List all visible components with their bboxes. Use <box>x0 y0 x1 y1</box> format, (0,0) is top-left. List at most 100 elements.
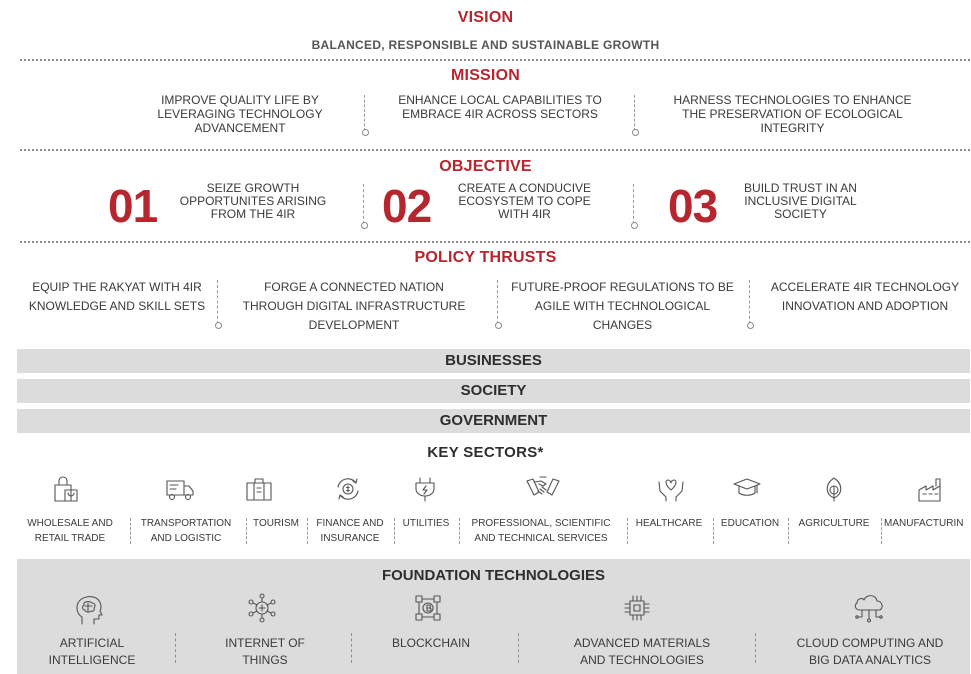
sector-label-line: MANUFACTURIN <box>884 518 964 529</box>
power-plug-icon <box>411 476 439 502</box>
separator <box>130 518 131 544</box>
sector-label-line: EDUCATION <box>720 518 780 529</box>
foundation-label-line: THINGS <box>242 653 288 667</box>
separator <box>632 95 639 136</box>
separator <box>788 518 789 544</box>
sector-label-professional: PROFESSIONAL, SCIENTIFIC AND TECHNICAL S… <box>461 516 621 546</box>
foundation-label-line: ADVANCED MATERIALS <box>573 636 711 650</box>
divider <box>20 59 970 61</box>
foundation-label-line: BIG DATA ANALYTICS <box>808 653 932 667</box>
band-government: GOVERNMENT <box>17 409 970 433</box>
objective-heading: OBJECTIVE <box>439 158 532 175</box>
dollar-cycle-icon <box>334 476 362 502</box>
separator <box>518 633 519 663</box>
separator <box>713 518 714 544</box>
foundation-label-line: INTELLIGENCE <box>48 653 136 667</box>
objective-number-3: 03 <box>668 180 718 232</box>
objective-number-1: 01 <box>108 180 158 232</box>
foundation-label-cloud: CLOUD COMPUTING AND BIG DATA ANALYTICS <box>775 635 965 669</box>
foundation-label-line: CLOUD COMPUTING AND <box>796 636 944 650</box>
separator <box>351 633 352 663</box>
graduation-cap-icon <box>733 476 761 502</box>
band-businesses: BUSINESSES <box>17 349 970 373</box>
separator <box>631 184 638 229</box>
band-society: SOCIETY <box>17 379 970 403</box>
factory-icon <box>917 476 945 502</box>
separator <box>881 518 882 544</box>
objective-text-2: CREATE A CONDUCIVE ECOSYSTEM TO COPE WIT… <box>457 181 592 221</box>
sector-label-utilities: UTILITIES <box>396 516 456 531</box>
sector-label-agriculture: AGRICULTURE <box>790 516 878 531</box>
sector-label-line: AGRICULTURE <box>798 518 870 529</box>
separator <box>495 280 502 329</box>
sector-label-tourism: TOURISM <box>248 516 304 531</box>
truck-icon <box>166 476 194 502</box>
brain-head-icon <box>74 595 104 625</box>
sector-label-line: TOURISM <box>253 518 299 529</box>
objective-text-3: BUILD TRUST IN AN INCLUSIVE DIGITAL SOCI… <box>744 181 857 221</box>
sector-label-line: AND TECHNICAL SERVICES <box>474 533 608 544</box>
handshake-icon <box>526 475 560 501</box>
vision-heading: VISION <box>457 9 514 26</box>
sector-label-wholesale: WHOLESALE AND RETAIL TRADE <box>20 516 120 546</box>
blockchain-icon <box>413 593 443 623</box>
separator <box>362 95 369 136</box>
mission-item-2: ENHANCE LOCAL CAPABILITIES TO EMBRACE 4I… <box>398 93 602 121</box>
separator <box>175 633 176 663</box>
chip-icon <box>622 593 652 623</box>
separator <box>627 518 628 544</box>
separator <box>394 518 395 544</box>
objective-text-1: SEIZE GROWTH OPPORTUNITES ARISING FROM T… <box>179 181 327 221</box>
divider <box>20 149 970 151</box>
vision-statement: BALANCED, RESPONSIBLE AND SUSTAINABLE GR… <box>311 38 660 52</box>
key-sectors-heading: KEY SECTORS* <box>427 444 544 461</box>
separator <box>361 184 368 229</box>
foundation-technologies-panel: FOUNDATION TECHNOLOGIES ARTIFICIAL INTEL… <box>17 559 970 674</box>
mission-item-1: IMPROVE QUALITY LIFE BY LEVERAGING TECHN… <box>157 93 323 135</box>
separator <box>755 633 756 663</box>
separator <box>459 518 460 544</box>
foundation-technologies-heading: FOUNDATION TECHNOLOGIES <box>381 567 606 584</box>
foundation-label-line: INTERNET OF <box>225 636 305 650</box>
policy-thrust-4: ACCELERATE 4IR TECHNOLOGY INNOVATION AND… <box>770 280 960 313</box>
policy-thrust-1: EQUIP THE RAKYAT WITH 4IR KNOWLEDGE AND … <box>28 280 206 313</box>
separator <box>215 280 222 329</box>
foundation-label-line: BLOCKCHAIN <box>391 636 471 650</box>
objective-number-2: 02 <box>382 180 432 232</box>
separator <box>246 518 247 544</box>
sector-label-finance: FINANCE AND INSURANCE <box>309 516 391 546</box>
sector-label-transportation: TRANSPORTATION AND LOGISTIC <box>133 516 239 546</box>
sector-label-manufacturing: MANUFACTURIN <box>884 516 971 531</box>
separator <box>307 518 308 544</box>
policy-thrusts-heading: POLICY THRUSTS <box>414 249 557 266</box>
divider <box>20 241 970 243</box>
sector-label-education: EDUCATION <box>715 516 785 531</box>
sector-label-line: WHOLESALE AND <box>27 518 113 529</box>
mission-heading: MISSION <box>451 67 520 84</box>
iot-network-icon <box>247 593 277 623</box>
foundation-label-line: AND TECHNOLOGIES <box>580 653 704 667</box>
cloud-icon <box>852 593 886 623</box>
sector-label-healthcare: HEALTHCARE <box>629 516 709 531</box>
sector-label-line: RETAIL TRADE <box>34 533 106 544</box>
foundation-label-ai: ARTIFICIAL INTELLIGENCE <box>39 635 145 669</box>
sector-label-line: UTILITIES <box>402 518 450 529</box>
mission-item-3: HARNESS TECHNOLOGIES TO ENHANCE THE PRES… <box>673 93 912 135</box>
sector-label-line: TRANSPORTATION <box>140 518 232 529</box>
foundation-label-iot: INTERNET OF THINGS <box>205 635 325 669</box>
luggage-icon <box>245 476 273 502</box>
foundation-label-blockchain: BLOCKCHAIN <box>371 635 491 652</box>
heart-hands-icon <box>657 476 685 502</box>
sector-label-line: FINANCE AND <box>316 518 384 529</box>
sector-label-line: PROFESSIONAL, SCIENTIFIC <box>471 518 611 529</box>
shopping-bag-icon <box>52 476 80 502</box>
foundation-label-line: ARTIFICIAL <box>59 636 125 650</box>
leaf-icon <box>820 476 848 502</box>
policy-thrust-3: FUTURE-PROOF REGULATIONS TO BE AGILE WIT… <box>511 280 734 332</box>
policy-thrust-2: FORGE A CONNECTED NATION THROUGH DIGITAL… <box>242 280 466 332</box>
foundation-label-advanced-materials: ADVANCED MATERIALS AND TECHNOLOGIES <box>547 635 737 669</box>
sector-label-line: HEALTHCARE <box>635 518 703 529</box>
sector-label-line: AND LOGISTIC <box>150 533 222 544</box>
sector-label-line: INSURANCE <box>320 533 380 544</box>
separator <box>747 280 754 329</box>
